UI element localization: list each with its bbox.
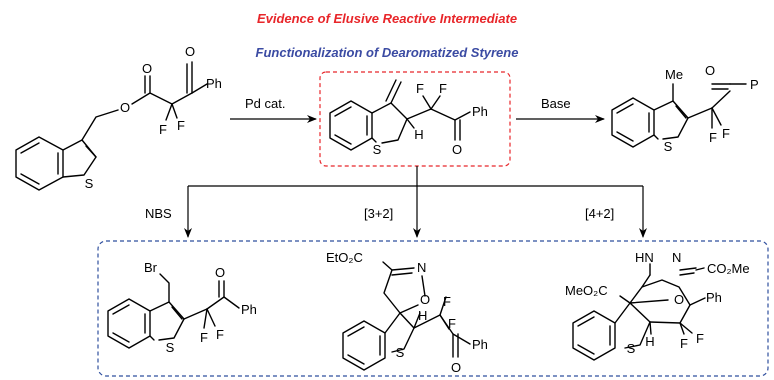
p2-F2: F <box>448 316 456 331</box>
p1-F1: F <box>200 330 208 345</box>
p2-N: N <box>417 260 426 275</box>
product-aromatized <box>611 83 747 148</box>
sm-F2: F <box>159 122 167 137</box>
int-Ph: Ph <box>472 104 488 119</box>
sm-ester-O: O <box>120 100 130 115</box>
sm-ketone-O: O <box>185 44 195 59</box>
p1-O: O <box>215 265 225 280</box>
heading-intermediate: Evidence of Elusive Reactive Intermediat… <box>257 11 517 26</box>
p3-H: H <box>645 334 654 349</box>
p1-Ph: Ph <box>241 302 257 317</box>
sm-Ph: Ph <box>206 76 222 91</box>
product-isoxazoline-spiro <box>342 261 471 371</box>
int-S: S <box>373 142 382 157</box>
sm-ring-S: S <box>85 176 94 191</box>
label-4plus2: [4+2] <box>585 206 614 221</box>
int-F2: F <box>439 81 447 96</box>
product-bromomethyl <box>107 273 240 349</box>
products-box <box>97 240 769 377</box>
p1-Br: Br <box>144 260 158 275</box>
intermediate-dearomatized-styrene <box>329 79 471 151</box>
p3-MeO2C: MeO₂C <box>565 283 608 298</box>
intermediate-box <box>319 71 511 167</box>
p3-HN: HN <box>635 250 654 265</box>
p2-S: S <box>396 345 405 360</box>
int-F1: F <box>416 81 424 96</box>
label-nbs: NBS <box>145 206 172 221</box>
p3-S: S <box>627 341 636 356</box>
p2-EtO2C: EtO₂C <box>326 250 363 265</box>
prod-Me: Me <box>665 67 683 82</box>
p3-F2: F <box>696 331 704 346</box>
sm-carbonyl-O: O <box>142 61 152 76</box>
p3-Ph: Ph <box>706 290 722 305</box>
p2-F1: F <box>443 294 451 309</box>
p2-H: H <box>418 308 427 323</box>
p3-O: O <box>674 292 684 307</box>
prod-P: P <box>750 77 759 92</box>
p3-N: N <box>672 250 681 265</box>
product-bridged-bicycle <box>572 263 706 361</box>
prod-S: S <box>664 139 673 154</box>
p1-S: S <box>166 340 175 355</box>
heading-functionalization: Functionalization of Dearomatized Styren… <box>256 45 519 60</box>
p2-Ph: Ph <box>472 337 488 352</box>
prod-F2: F <box>722 126 730 141</box>
p3-F1: F <box>680 336 688 351</box>
prod-F1: F <box>709 130 717 145</box>
sm-F1: F <box>177 118 185 133</box>
label-pd-cat: Pd cat. <box>245 96 285 111</box>
prod-O: O <box>705 63 715 78</box>
int-ketone-O: O <box>452 142 462 157</box>
p1-F2: F <box>216 327 224 342</box>
int-H: H <box>414 127 423 142</box>
label-base: Base <box>541 96 571 111</box>
p2-O: O <box>420 292 430 307</box>
starting-material-ester <box>15 61 208 191</box>
label-3plus2: [3+2] <box>364 206 393 221</box>
p3-CO2Me: CO₂Me <box>707 261 750 276</box>
p2-ketone-O: O <box>451 360 461 375</box>
